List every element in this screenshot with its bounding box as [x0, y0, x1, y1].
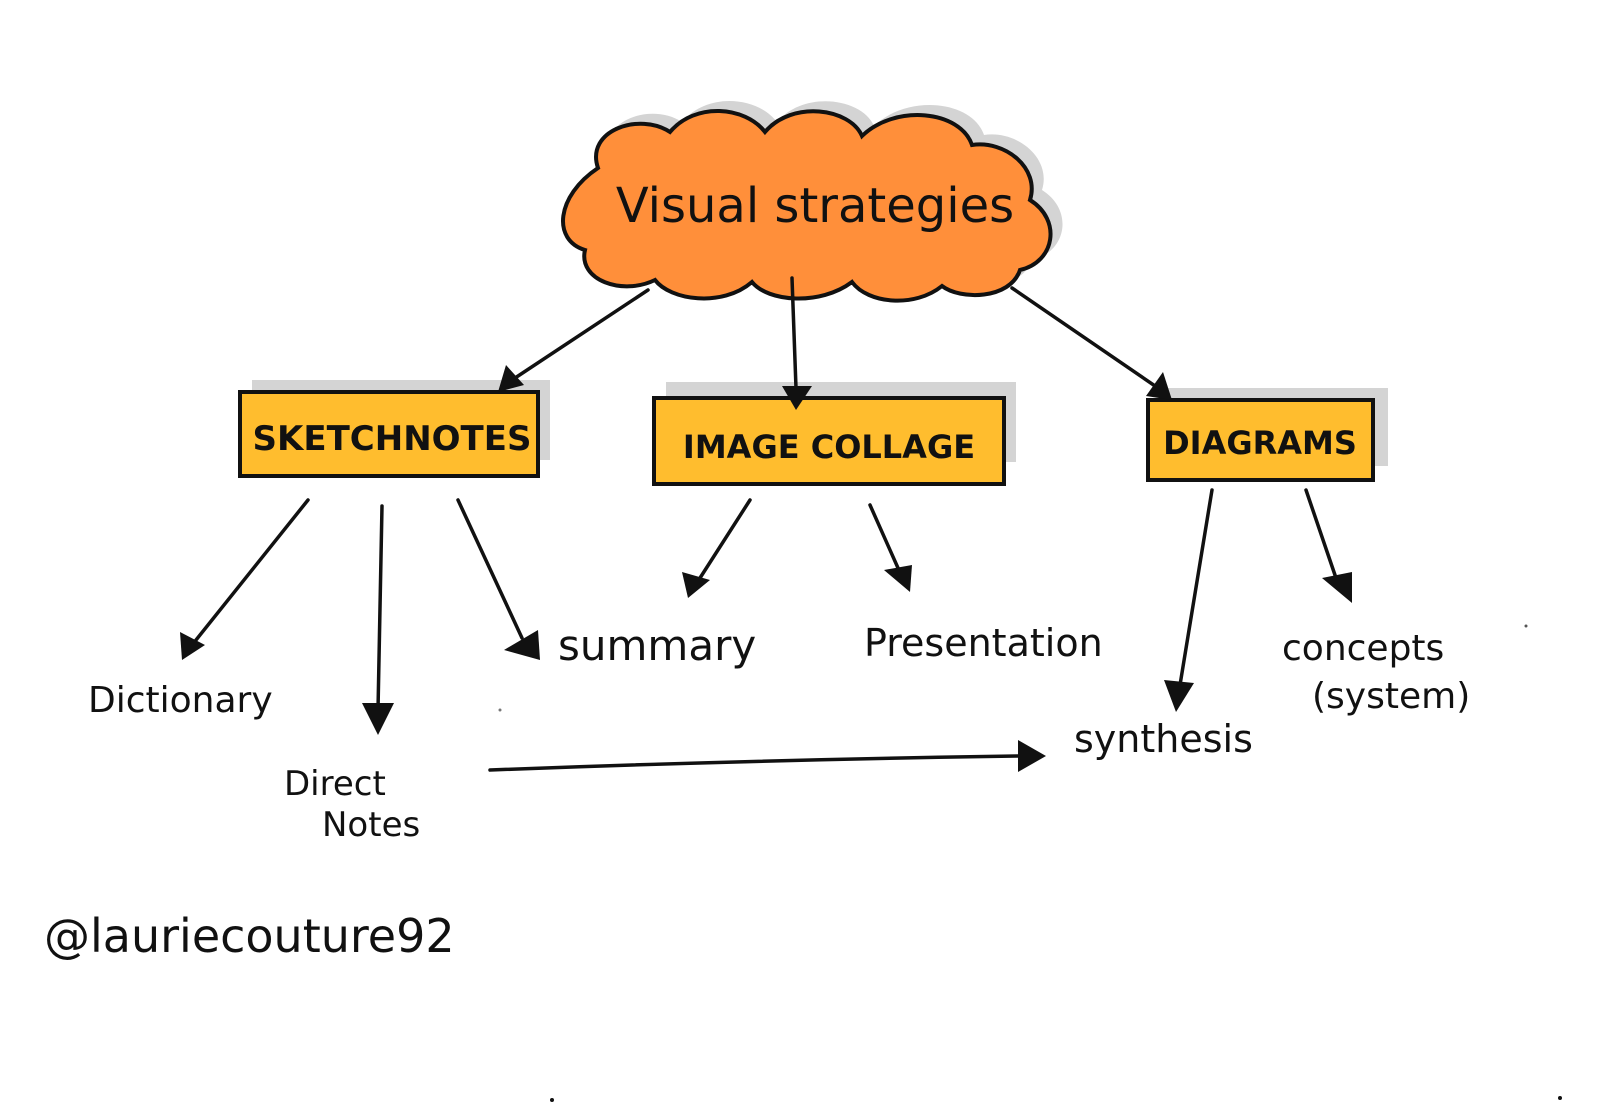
arrow-image-collage-to-presentation: [868, 503, 900, 570]
arrow-head-root-to-image-collage: [782, 386, 812, 410]
arrows-image-collage: [682, 498, 912, 598]
leaf-dictionary: Dictionary: [88, 680, 273, 721]
leaf-concepts-line1: concepts: [1282, 628, 1444, 669]
arrow-head-sketchnotes-to-direct-notes: [362, 703, 394, 735]
leaf-direct-notes-line2: Notes: [322, 805, 420, 845]
arrow-root-to-diagrams: [1010, 286, 1160, 390]
arrow-head-diagrams-to-concepts: [1322, 572, 1352, 603]
arrow-sketchnotes-to-direct-notes: [376, 504, 384, 712]
diagrams-label: DIAGRAMS: [1163, 424, 1357, 462]
author-signature: @lauriecouture92: [44, 909, 455, 963]
arrow-image-collage-to-summary: [698, 498, 752, 580]
arrow-diagrams-to-concepts: [1304, 488, 1338, 580]
root-node: Visual strategies: [561, 100, 1063, 303]
arrow-head-image-collage-to-summary: [682, 572, 710, 598]
arrow-head-root-to-sketchnotes: [498, 365, 524, 392]
arrow-sketchnotes-to-summary: [456, 498, 524, 640]
leaf-labels: Dictionary Direct Notes summary Presenta…: [88, 621, 1470, 845]
arrows-diagrams: [1164, 488, 1352, 712]
leaf-summary: summary: [558, 621, 756, 670]
arrow-direct-notes-to-synthesis-group: [488, 740, 1046, 772]
arrow-head-sketchnotes-to-summary: [504, 630, 540, 660]
arrow-direct-notes-to-synthesis: [488, 754, 1022, 772]
category-image-collage: IMAGE COLLAGE: [652, 382, 1016, 486]
leaf-presentation: Presentation: [864, 621, 1103, 665]
root-label: Visual strategies: [616, 178, 1014, 234]
stray-dot-4: [498, 708, 502, 712]
diagrams-box: [1146, 398, 1375, 482]
arrows-root: [498, 276, 1172, 410]
leaf-direct-notes-line1: Direct: [284, 764, 386, 804]
arrow-diagrams-to-synthesis: [1178, 488, 1214, 687]
arrow-head-sketchnotes-to-dictionary: [180, 632, 205, 660]
category-diagrams: DIAGRAMS: [1146, 388, 1388, 482]
image-collage-box: [652, 396, 1006, 486]
arrows-sketchnotes: [180, 498, 540, 735]
stray-dot-1: [550, 1098, 554, 1102]
leaf-synthesis: synthesis: [1074, 717, 1253, 761]
stray-dot-2: [1558, 1096, 1562, 1100]
sketchnotes-box: [238, 390, 540, 478]
image-collage-label: IMAGE COLLAGE: [683, 428, 975, 466]
stray-dot-3: [1524, 624, 1528, 628]
sketchnotes-label: SKETCHNOTES: [253, 419, 532, 459]
arrow-root-to-image-collage: [790, 276, 798, 390]
arrow-head-diagrams-to-synthesis: [1164, 680, 1194, 712]
arrow-head-image-collage-to-presentation: [884, 565, 912, 592]
arrow-root-to-sketchnotes: [510, 288, 650, 382]
arrow-head-direct-notes-to-synthesis: [1018, 740, 1046, 772]
root-cloud: [561, 109, 1053, 303]
leaf-concepts-line2: (system): [1312, 676, 1470, 717]
category-sketchnotes: SKETCHNOTES: [238, 380, 550, 478]
arrow-sketchnotes-to-dictionary: [190, 498, 310, 647]
arrow-head-root-to-diagrams: [1146, 372, 1172, 400]
